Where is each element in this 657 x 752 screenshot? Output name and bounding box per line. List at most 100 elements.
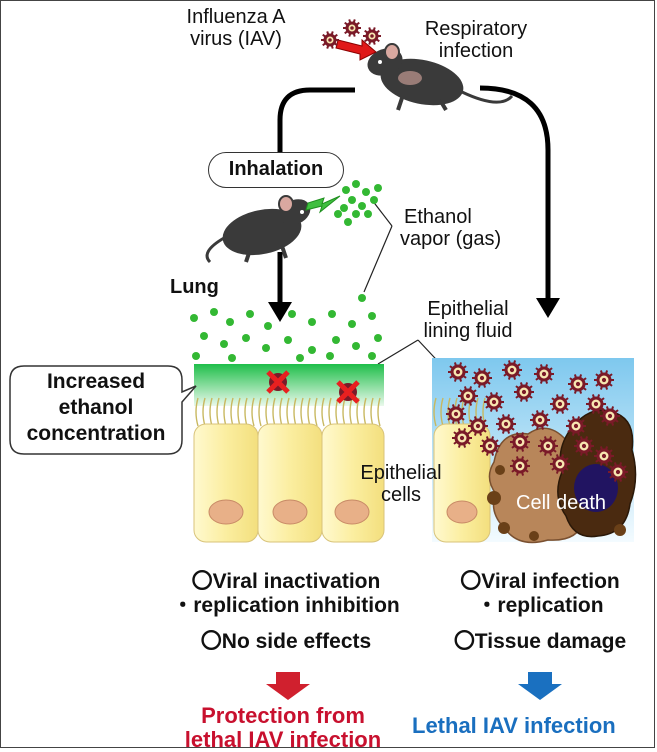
virus-icon (514, 382, 534, 402)
ethanol-dot (348, 320, 356, 328)
ethanol-dot (284, 336, 292, 344)
callout-bubble (9, 365, 197, 455)
respiratory-label-line1: Respiratory (424, 18, 528, 40)
increased-ethanol-line3: concentration (26, 422, 166, 445)
epithelial-cells-label: Epithelial cells (356, 462, 446, 506)
virus-label: Influenza A virus (IAV) (166, 6, 306, 50)
flow-arrow-right (479, 85, 551, 300)
virus-icon (586, 394, 606, 414)
ethanol-dot (200, 332, 208, 340)
ethanol-dot (358, 202, 366, 210)
ethanol-dot (226, 318, 234, 326)
ethanol-dot (358, 294, 366, 302)
virus-top-group (321, 19, 381, 49)
ethanol-dot (220, 340, 228, 348)
virus-icon (510, 432, 530, 452)
virus-icon (608, 462, 628, 482)
ethanol-dot (334, 210, 342, 218)
virus-label-line2: virus (IAV) (190, 28, 282, 50)
ethanol-dot (352, 342, 360, 350)
increased-ethanol-line2: ethanol (58, 396, 134, 419)
cells-left (193, 423, 385, 543)
ethanol-inhale-arrow (305, 195, 341, 214)
virus-icon (363, 27, 381, 45)
ethanol-dot (344, 218, 352, 226)
cilium (321, 397, 325, 427)
ethanol-dot (210, 308, 218, 316)
virus-icon (600, 406, 620, 426)
virus-icon (448, 362, 468, 382)
verdict-lethal: Lethal IAV infection (412, 714, 616, 738)
outcome-left-line2: ・replication inhibition (172, 594, 400, 617)
ethanol-dot (326, 352, 334, 360)
lethal-arrow-icon (518, 672, 562, 700)
virus-icon (472, 368, 492, 388)
virus-icon (484, 392, 504, 412)
ethanol-dot (342, 186, 350, 194)
ethanol-vapor-line2: vapor (gas) (400, 228, 502, 250)
virus-icon (550, 454, 570, 474)
vapor-pointer-1 (371, 199, 393, 227)
virus-icon (468, 416, 488, 436)
ethanol-dot (332, 336, 340, 344)
ethanol-dot (352, 180, 360, 188)
ethanol-dot (192, 352, 200, 360)
outcome-left: 〇Viral inactivation ・replication inhibit… (146, 570, 426, 654)
virus-icon (321, 31, 339, 49)
ethanol-dot (264, 322, 272, 330)
ethanol-dot (368, 352, 376, 360)
outcome-left-line1: 〇Viral inactivation (191, 570, 381, 593)
outcome-left-line3: 〇No side effects (200, 630, 372, 653)
ethanol-dot (340, 204, 348, 212)
outcome-right: 〇Viral infection ・replication 〇Tissue da… (430, 570, 650, 654)
ethanol-dot (348, 196, 356, 204)
virus-icon (594, 446, 614, 466)
verdict-protection-line1: Protection from (201, 703, 365, 728)
cilium (377, 397, 381, 427)
ethanol-dot (246, 310, 254, 318)
virus-icon (530, 410, 550, 430)
verdict-protection-line2: lethal IAV infection (184, 727, 382, 752)
mouse-inhalation-icon (205, 195, 311, 264)
virus-icon (538, 436, 558, 456)
ethanol-dot (288, 310, 296, 318)
virus-icon (594, 370, 614, 390)
ethanol-dot (190, 314, 198, 322)
cell-death-label: Cell death (516, 492, 607, 514)
increased-ethanol-label: Increased ethanol concentration (10, 369, 182, 447)
respiratory-label: Respiratory infection (396, 18, 556, 62)
cilium (328, 397, 332, 427)
increased-ethanol-line1: Increased (46, 370, 146, 393)
inactivated-virus-2-icon (336, 380, 360, 404)
virus-label-line1: Influenza A (186, 6, 286, 28)
virus-icon (446, 404, 466, 424)
inactivated-virus-1-icon (266, 370, 290, 394)
cilium (258, 397, 262, 427)
cilium (251, 397, 255, 427)
epithelial-cells-line1: Epithelial (360, 462, 442, 484)
virus-icon (480, 436, 500, 456)
ethanol-dot (364, 210, 372, 218)
cilium (433, 397, 437, 427)
lining-fluid-label: Epithelial lining fluid (404, 298, 532, 342)
virus-particles (446, 360, 628, 482)
ethanol-dot (242, 334, 250, 342)
flow-arrow-down-left-head (268, 302, 292, 322)
ethanol-vapor-label: Ethanol vapor (gas) (400, 206, 501, 250)
cilium (195, 397, 199, 427)
ethanol-dots (190, 180, 382, 362)
virus-icon (502, 360, 522, 380)
virus-icon (510, 456, 530, 476)
verdict-protection: Protection from lethal IAV infection (148, 704, 418, 752)
ethanol-dot (328, 310, 336, 318)
mouse-infected-icon (367, 43, 514, 112)
virus-icon (496, 414, 516, 434)
flow-arrow-right-head (536, 298, 560, 318)
virus-icon (574, 436, 594, 456)
virus-icon (568, 374, 588, 394)
virus-icon (550, 394, 570, 414)
outcome-right-line3: 〇Tissue damage (453, 630, 627, 653)
